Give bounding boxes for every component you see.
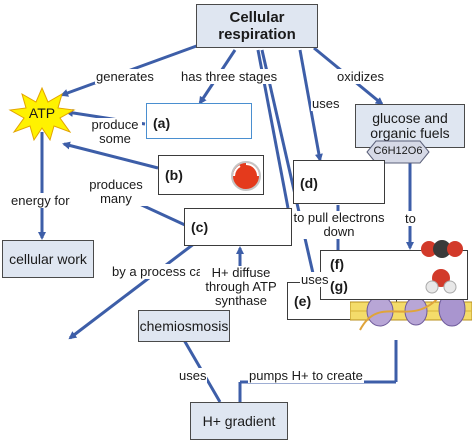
connector-produces-many [62, 141, 159, 170]
node-cellular-work-label: cellular work [9, 251, 87, 267]
node-glucose-label: glucose and organic fuels [370, 110, 450, 141]
node-h-gradient-label: H+ gradient [202, 413, 276, 429]
node-chemiosmosis-label: chemiosmosis [139, 318, 229, 334]
link-by-process: by a process called [111, 264, 225, 279]
link-produce-some: produce some [88, 118, 142, 146]
link-generates: generates [95, 69, 155, 84]
atp-burst-icon [8, 86, 76, 142]
water-molecule-icon [424, 266, 458, 296]
blank-e-label: (e) [294, 293, 312, 309]
node-atp: ATP [8, 86, 76, 142]
link-to-pull: to pull electrons down [292, 210, 386, 239]
link-uses-d: uses [311, 96, 341, 111]
link-uses-chemi: uses [178, 368, 208, 383]
blank-f-label: (f) [330, 256, 344, 272]
link-to-fg: to [404, 211, 417, 226]
link-has-three-stages: has three stages [180, 69, 279, 84]
node-cellular-work: cellular work [2, 240, 94, 278]
link-oxidizes: oxidizes [336, 69, 385, 84]
blank-c[interactable] [184, 208, 292, 246]
glucose-formula: C6H12O6 [373, 145, 423, 157]
connector-by-process [68, 241, 196, 340]
glucose-molecule-icon: C6H12O6 [366, 140, 430, 164]
blank-g-label: (g) [330, 278, 348, 294]
blank-d-label: (d) [300, 175, 318, 191]
connector-uses-d [298, 49, 323, 162]
link-produces-many: produces many [84, 178, 148, 206]
link-energy-for: energy for [10, 193, 71, 208]
node-cellular-respiration: Cellular respiration [196, 4, 318, 48]
blank-d[interactable] [293, 160, 385, 204]
co2-molecule-icon [420, 238, 464, 260]
link-pumps: pumps H+ to create [248, 368, 364, 383]
blank-b-label: (b) [165, 167, 183, 183]
link-uses-e: uses [300, 272, 330, 287]
link-h-diffuse: H+ diffuse through ATP synthase [200, 266, 282, 308]
blank-a[interactable] [146, 103, 252, 139]
node-atp-label: ATP [28, 105, 56, 121]
membrane-illustration [349, 290, 473, 334]
cycle-dial-icon [230, 160, 262, 192]
connector-stages-e [260, 49, 323, 306]
node-h-gradient: H+ gradient [190, 402, 288, 440]
node-cellular-respiration-label: Cellular respiration [218, 9, 296, 43]
blank-c-label: (c) [191, 219, 209, 235]
node-chemiosmosis: chemiosmosis [138, 310, 230, 342]
blank-a-label: (a) [153, 115, 171, 131]
